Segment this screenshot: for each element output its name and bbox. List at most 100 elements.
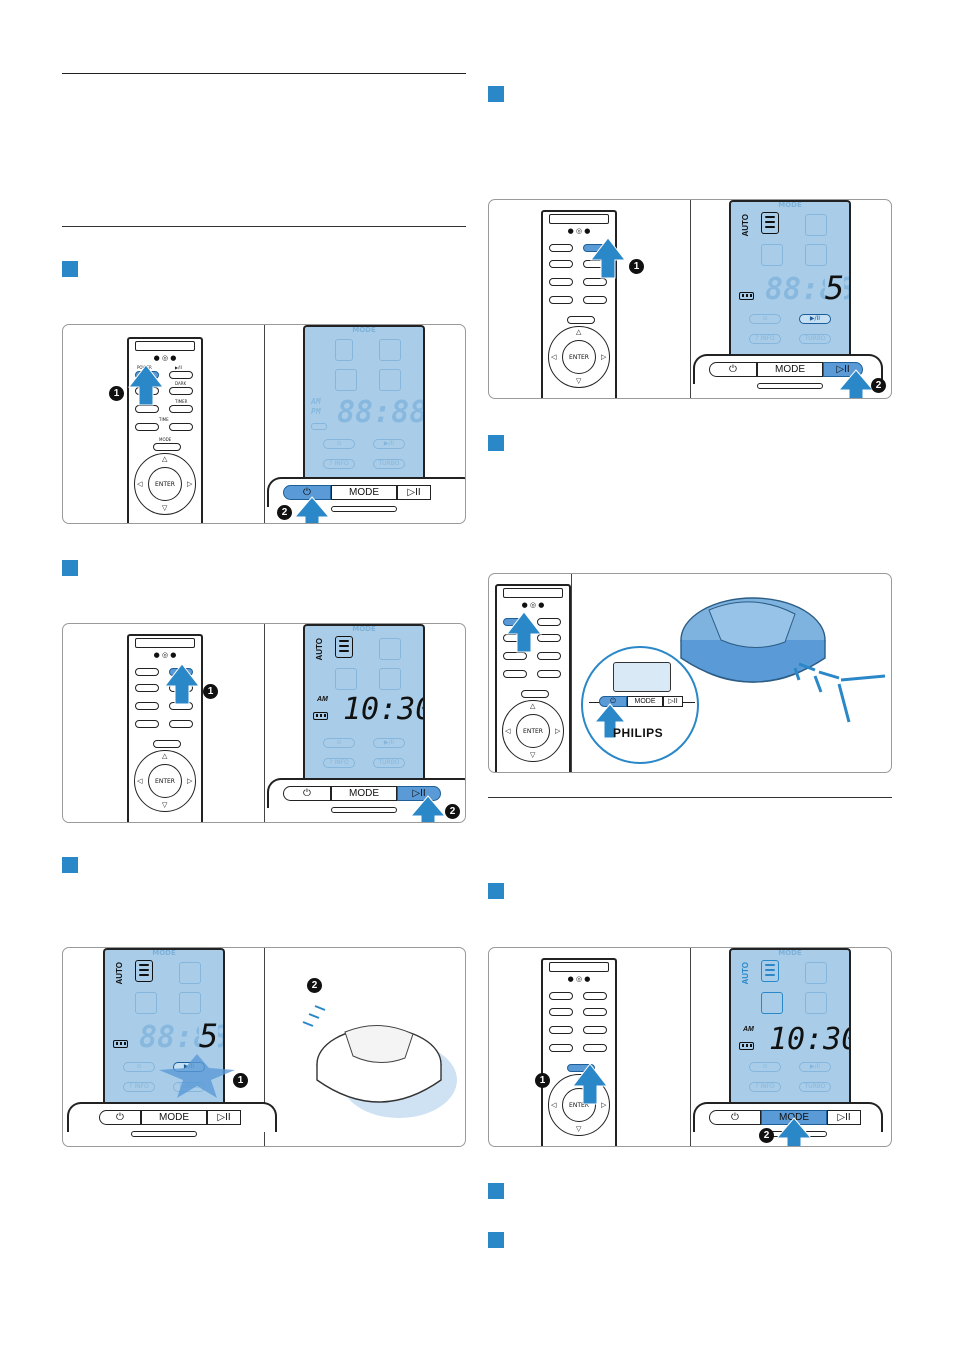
remote-mode-button[interactable]: [153, 443, 181, 451]
right-arrow-icon[interactable]: ▷: [555, 727, 561, 735]
remote-mode-button[interactable]: [567, 316, 595, 324]
remote-timer-button[interactable]: [583, 278, 607, 286]
device-power-button[interactable]: ⏻: [709, 362, 757, 377]
display-info: ? INFO: [323, 758, 355, 768]
up-arrow-icon[interactable]: △: [162, 455, 168, 463]
remote-plus-button[interactable]: [583, 1044, 607, 1052]
remote-mode-button[interactable]: [521, 690, 549, 698]
remote-turbo-button[interactable]: [549, 1008, 573, 1016]
remote-minus-button[interactable]: [135, 720, 159, 728]
device-play-button[interactable]: ▷II: [207, 1110, 241, 1125]
remote-play-button[interactable]: [537, 618, 561, 626]
device-mode-button[interactable]: MODE: [141, 1110, 207, 1125]
remote-power-button[interactable]: [135, 668, 159, 676]
remote-turbo-button[interactable]: [135, 684, 159, 692]
display-play: ▶/II: [373, 439, 405, 449]
zoom-mode-button[interactable]: MODE: [627, 696, 663, 707]
remote-dpad[interactable]: △ ▽ ◁ ▷ ENTER: [134, 453, 196, 515]
remote-timer-button[interactable]: [583, 1026, 607, 1034]
left-arrow-icon[interactable]: ◁: [137, 777, 143, 785]
down-arrow-icon[interactable]: ▽: [576, 377, 582, 385]
remote-clock-button[interactable]: [135, 405, 159, 413]
remote-power-button[interactable]: [549, 992, 573, 1000]
remote-play-button[interactable]: [169, 371, 193, 379]
device-power-button[interactable]: ⏻: [99, 1110, 141, 1125]
remote-play-button[interactable]: [583, 992, 607, 1000]
remote-dpad[interactable]: △ ▽ ◁ ▷ ENTER: [548, 1074, 610, 1136]
illustration-start-cleaning: MODE AUTO 88:88 5 ⊙ ▶/II ? INFO TURBO 1 …: [62, 947, 466, 1147]
remote-clock-button[interactable]: [135, 702, 159, 710]
right-arrow-icon[interactable]: ▷: [187, 480, 193, 488]
motion-lines-icon: [793, 662, 886, 723]
remote-dark-button[interactable]: [537, 634, 561, 642]
device-mode-button[interactable]: MODE: [757, 362, 823, 377]
remote-top: [135, 638, 195, 648]
remote-clock-button[interactable]: [549, 1026, 573, 1034]
device-mode-button[interactable]: MODE: [331, 485, 397, 500]
remote-minus-button[interactable]: [135, 423, 159, 431]
remote-clock-button[interactable]: [503, 652, 527, 660]
remote-plus-button[interactable]: [583, 296, 607, 304]
illustration-set-clock: ● ◎ ● △ ▽ ◁ ▷ ENTER 1 MODE AUTO AM 10:30…: [62, 623, 466, 823]
down-arrow-icon[interactable]: ▽: [162, 801, 168, 809]
left-arrow-icon[interactable]: ◁: [137, 480, 143, 488]
zoom-play-button[interactable]: ▷II: [663, 696, 683, 707]
display-info: ? INFO: [749, 334, 781, 344]
remote-mode-button[interactable]: [567, 1064, 595, 1072]
device-display: MODE AUTO AM 10:30 ⊙ ▶/II ? INFO TURBO: [303, 624, 425, 784]
enter-button[interactable]: ENTER: [516, 714, 550, 748]
display-am: AM: [743, 1026, 754, 1033]
enter-button[interactable]: ENTER: [148, 467, 182, 501]
zoom-power-button[interactable]: ⏻: [599, 696, 627, 707]
enter-button[interactable]: ENTER: [562, 340, 596, 374]
up-arrow-icon[interactable]: △: [162, 752, 168, 760]
auto-icon: [335, 339, 353, 361]
carpet-icon: [379, 668, 401, 690]
remote-turbo-button[interactable]: [549, 260, 573, 268]
remote-dpad[interactable]: △ ▽ ◁ ▷ ENTER: [502, 700, 564, 762]
carpet-icon: [379, 369, 401, 391]
remote-minus-button[interactable]: [503, 670, 527, 678]
left-arrow-icon[interactable]: ◁: [551, 1101, 557, 1109]
remote-plus-button[interactable]: [169, 423, 193, 431]
remote-top: [549, 962, 609, 972]
remote-timer-button[interactable]: [169, 405, 193, 413]
enter-button[interactable]: ENTER: [562, 1088, 596, 1122]
remote-minus-button[interactable]: [549, 1044, 573, 1052]
down-arrow-icon[interactable]: ▽: [530, 751, 536, 759]
down-arrow-icon[interactable]: ▽: [162, 504, 168, 512]
down-arrow-icon[interactable]: ▽: [576, 1125, 582, 1133]
device-play-button[interactable]: ▷II: [397, 485, 431, 500]
right-arrow-icon[interactable]: ▷: [187, 777, 193, 785]
remote-clock-button[interactable]: [549, 278, 573, 286]
remote-dpad[interactable]: △ ▽ ◁ ▷ ENTER: [134, 750, 196, 812]
device-display: MODE AUTO 88:88 5 ⊙ ▶/II ? INFO TURBO: [729, 200, 851, 360]
device-play-button[interactable]: ▷II: [827, 1110, 861, 1125]
device-power-button[interactable]: ⏻: [283, 485, 331, 500]
device-mode-button[interactable]: MODE: [331, 786, 397, 801]
device-slot: [757, 383, 823, 389]
remote-dark-button[interactable]: [583, 1008, 607, 1016]
remote-minus-button[interactable]: [549, 296, 573, 304]
remote-power-button[interactable]: [549, 244, 573, 252]
right-arrow-icon[interactable]: ▷: [601, 1101, 607, 1109]
up-arrow-icon[interactable]: △: [530, 702, 536, 710]
remote-timer-button[interactable]: [537, 652, 561, 660]
device-slot: [331, 807, 397, 813]
section-rule-left: [62, 226, 466, 227]
remote-mode-button[interactable]: [153, 740, 181, 748]
enter-button[interactable]: ENTER: [148, 764, 182, 798]
device-power-button[interactable]: ⏻: [283, 786, 331, 801]
remote-plus-button[interactable]: [537, 670, 561, 678]
left-arrow-icon[interactable]: ◁: [505, 727, 511, 735]
device-power-button[interactable]: ⏻: [709, 1110, 761, 1125]
up-arrow-icon[interactable]: △: [576, 328, 582, 336]
left-arrow-icon[interactable]: ◁: [551, 353, 557, 361]
remote-control: ● ◎ ● △ ▽ ◁ ▷ ENTER: [127, 634, 203, 822]
right-arrow-icon[interactable]: ▷: [601, 353, 607, 361]
remote-plus-button[interactable]: [169, 720, 193, 728]
device-play-button[interactable]: ▷II: [397, 786, 441, 801]
remote-dpad[interactable]: △ ▽ ◁ ▷ ENTER: [548, 326, 610, 388]
remote-dark-button[interactable]: [169, 387, 193, 395]
zoom-bar: ⏻ MODE ▷II: [589, 696, 695, 716]
